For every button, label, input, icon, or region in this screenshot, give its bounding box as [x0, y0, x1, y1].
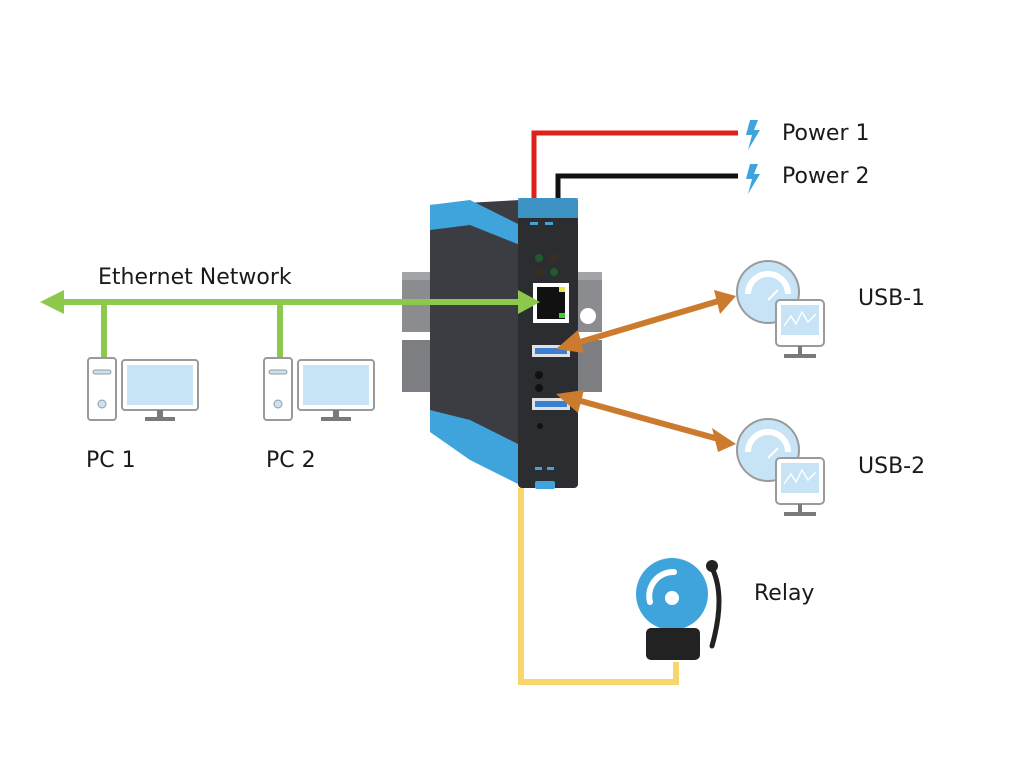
usb-1-device-icon [736, 260, 825, 358]
gateway-device [430, 198, 578, 489]
power-1-lightning-icon [746, 120, 760, 150]
relay-label: Relay [754, 581, 815, 606]
pc-2-icon [263, 357, 375, 421]
usb-1-label: USB-1 [858, 286, 926, 311]
power-1-wire [531, 130, 738, 198]
pc-2-label: PC 2 [266, 448, 316, 473]
ethernet-network-label: Ethernet Network [98, 265, 292, 290]
ethernet-line [40, 290, 540, 360]
power-2-wire [555, 173, 738, 198]
relay-bell-icon [636, 558, 722, 660]
pc-1-label: PC 1 [86, 448, 136, 473]
power-1-label: Power 1 [782, 121, 870, 146]
usb-1-arrow [556, 290, 736, 353]
usb-2-label: USB-2 [858, 454, 926, 479]
relay-wire [518, 488, 679, 685]
usb-2-device-icon [736, 418, 825, 516]
power-2-label: Power 2 [782, 164, 870, 189]
pc-1-icon [87, 357, 199, 421]
usb-2-arrow [556, 390, 736, 452]
power-2-lightning-icon [746, 164, 760, 194]
